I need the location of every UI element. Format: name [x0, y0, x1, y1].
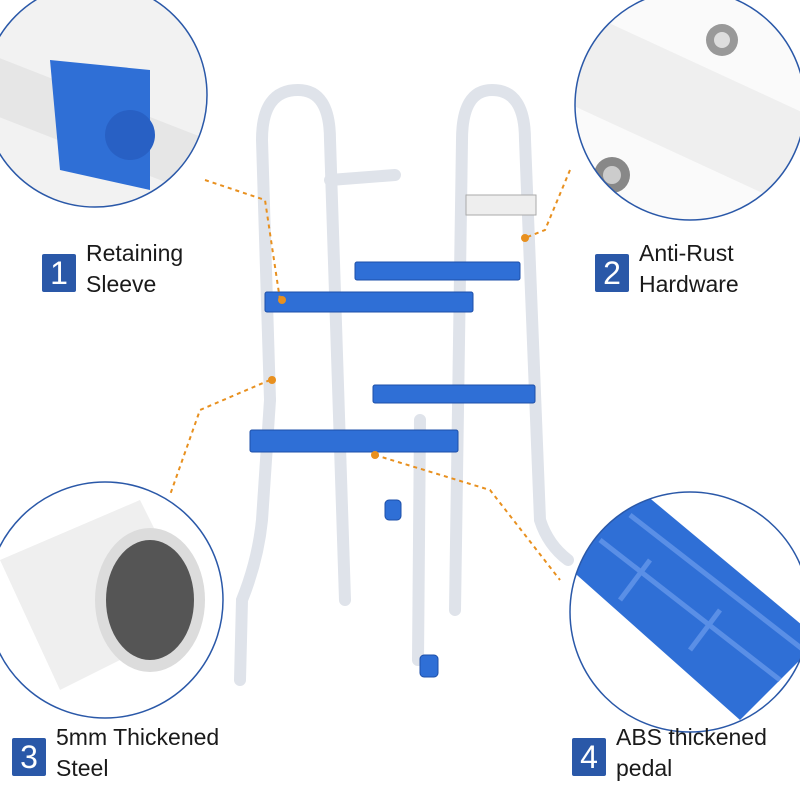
feature-title: Retaining [86, 240, 184, 266]
feature-subtitle: pedal [616, 755, 673, 781]
feature-title: ABS thickened [616, 724, 767, 750]
warning-label [465, 194, 537, 216]
feature-number-badge: 3 [12, 738, 46, 776]
ladder-steps [249, 261, 536, 678]
feature-title: Anti-Rust [639, 240, 734, 266]
feature-number-badge: 4 [572, 738, 606, 776]
feature-number-badge: 1 [42, 254, 76, 292]
abs-pedal-closeup [570, 492, 800, 732]
leader-lines [169, 169, 571, 581]
retaining-sleeve-closeup [0, 0, 207, 207]
feature-abs-pedal: 4 ABS thickened pedal [572, 722, 767, 784]
feature-number-badge: 2 [595, 254, 629, 292]
steel-tube-closeup [0, 482, 223, 718]
feature-subtitle: Steel [56, 755, 109, 781]
feature-subtitle: Sleeve [86, 271, 157, 297]
hardware-closeup [575, 0, 800, 220]
feature-subtitle: Hardware [639, 271, 739, 297]
feature-title: 5mm Thickened [56, 724, 220, 750]
ladder [234, 83, 574, 686]
